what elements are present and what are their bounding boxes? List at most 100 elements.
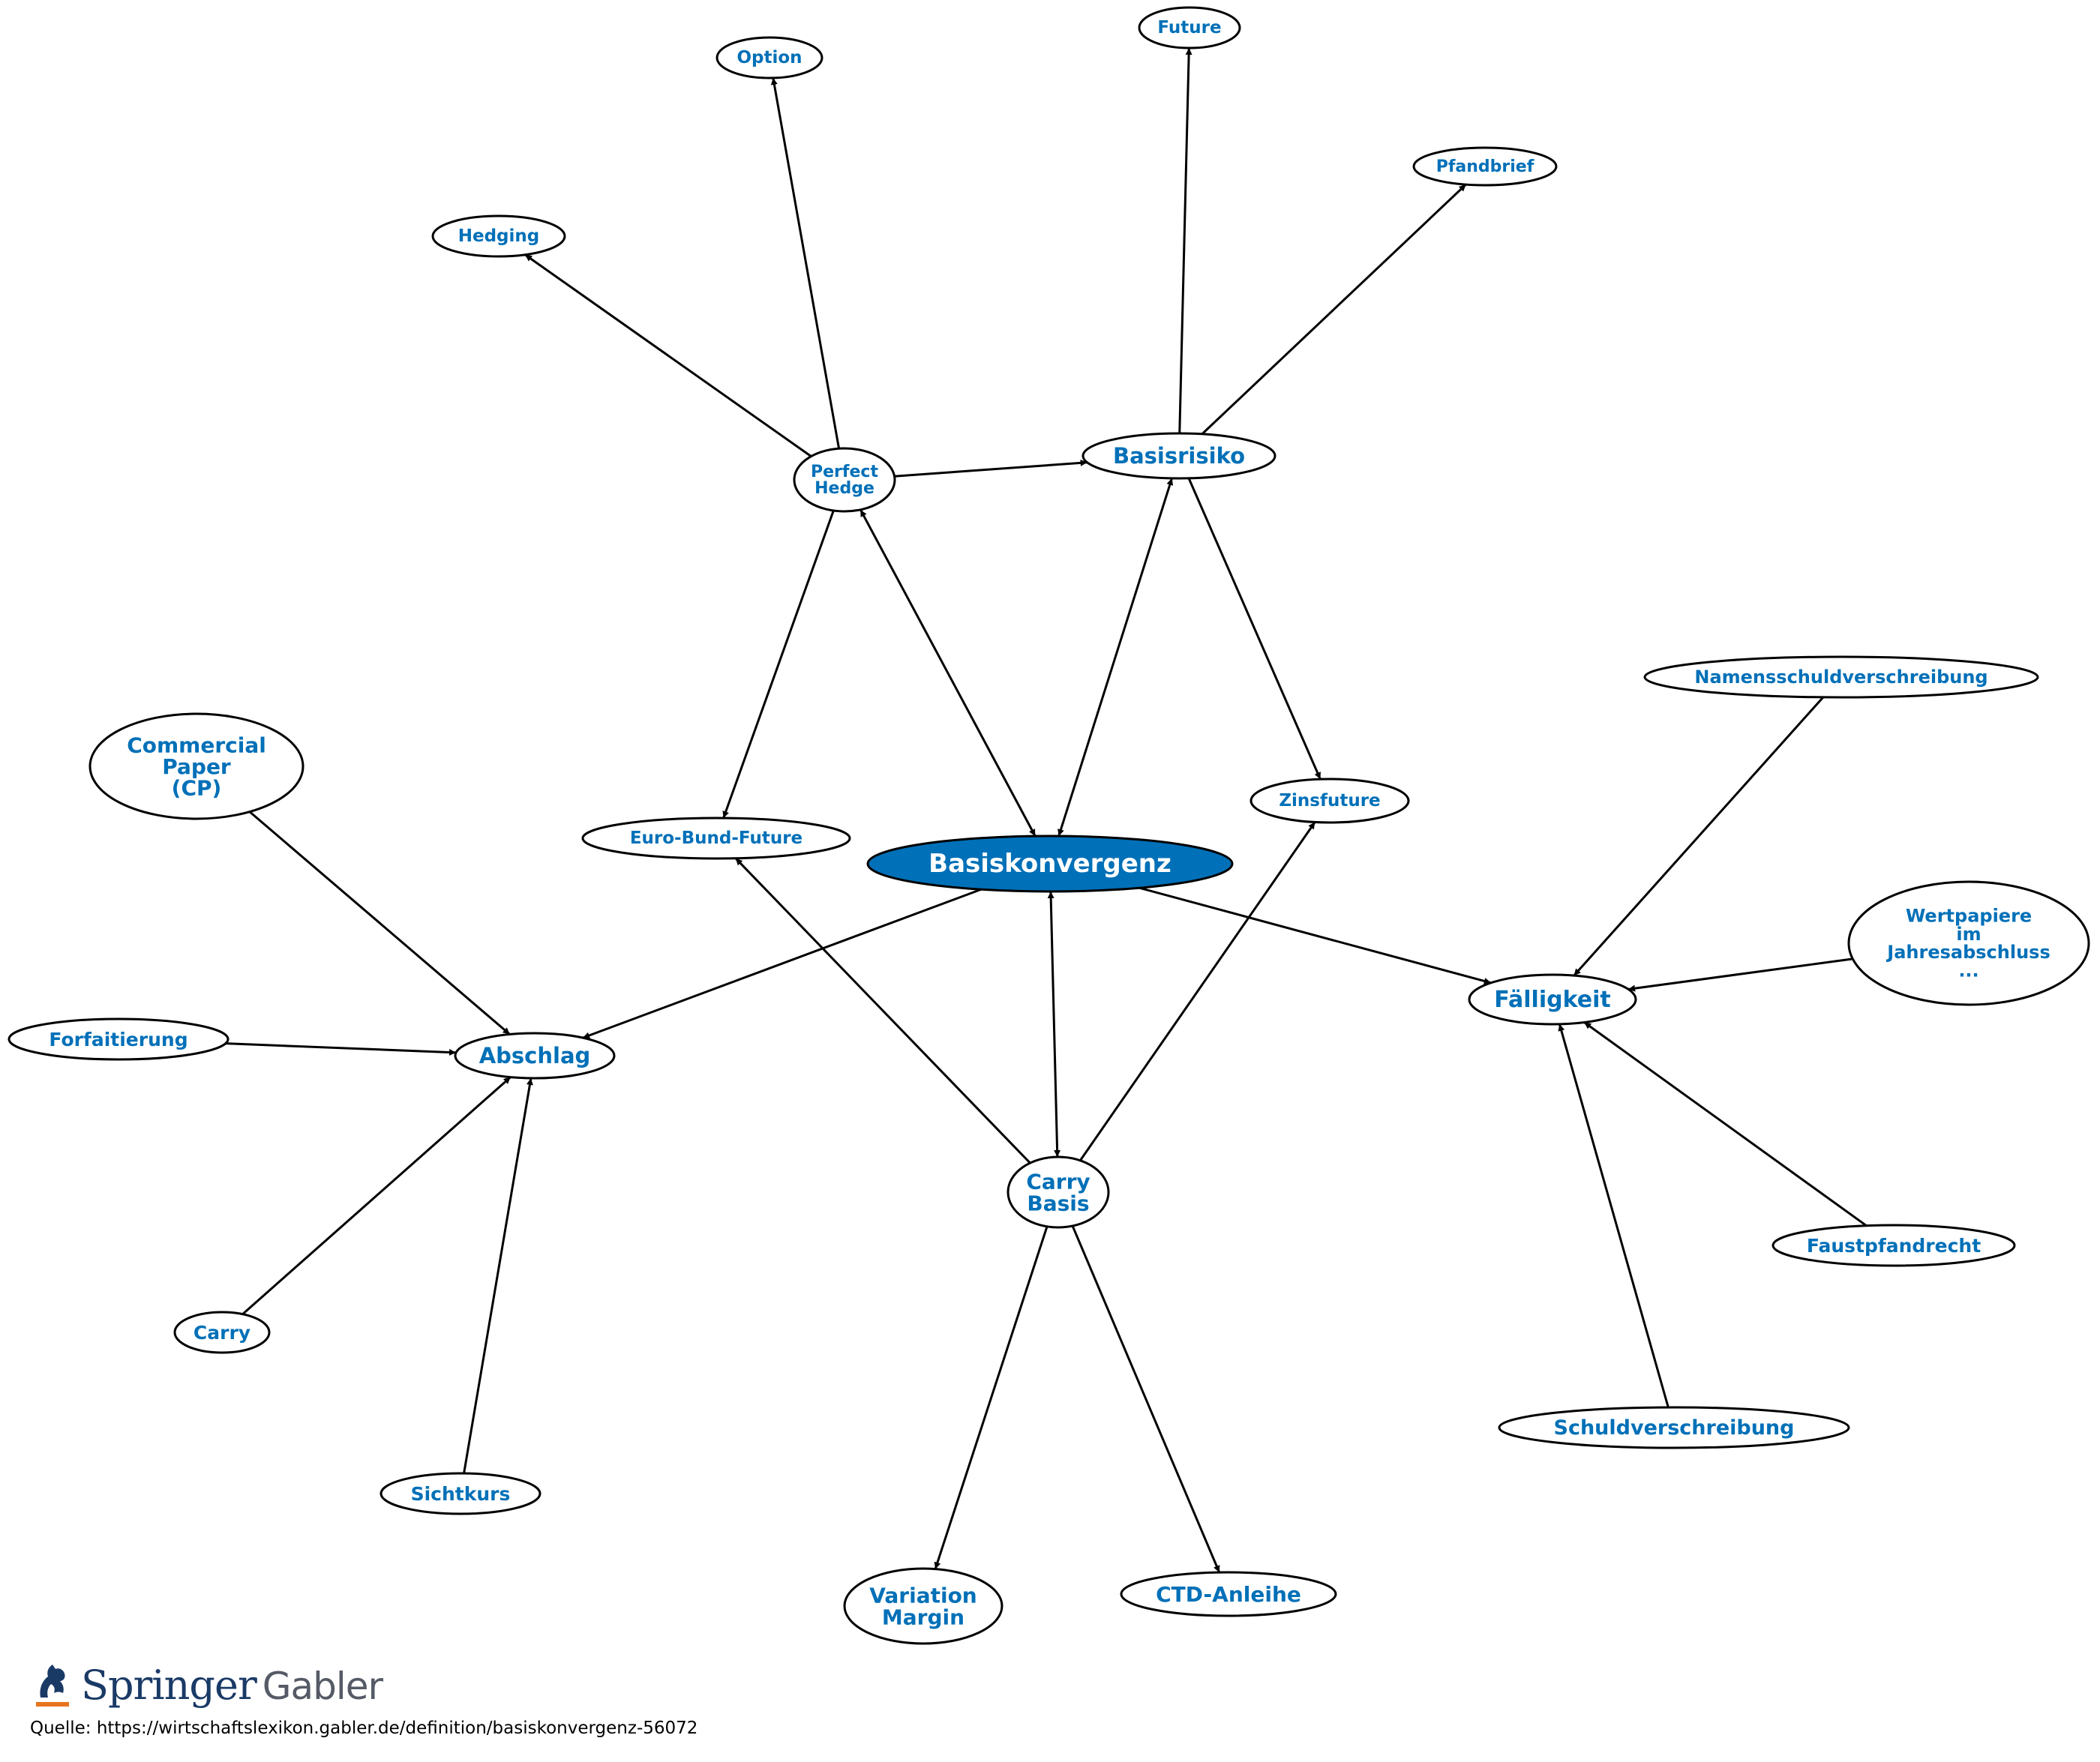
edge-basiskonvergenz-to-carry-basis: [1047, 891, 1061, 1158]
node-wertpapiere-label-line: Wertpapiere: [1906, 905, 2032, 926]
edge-schuldverschreibung-to-faelligkeit: [1558, 1023, 1670, 1408]
edge-basisrisiko-to-pfandbrief: [1201, 183, 1467, 435]
node-variation-margin-label-line: Variation: [869, 1583, 977, 1608]
edge-basiskonvergenz-to-abschlag: [582, 888, 982, 1039]
node-schuldverschreibung-label: Schuldverschreibung: [1554, 1416, 1795, 1440]
node-basiskonvergenz[interactable]: Basiskonvergenz: [866, 835, 1234, 893]
node-zinsfuture-label-line: Zinsfuture: [1279, 791, 1380, 811]
node-euro-bund-future-label-line: Euro-Bund-Future: [630, 829, 802, 848]
edge-basiskonvergenz-to-perfect-hedge: [859, 509, 1036, 837]
node-future[interactable]: Future: [1138, 6, 1241, 49]
edge-basisrisiko-to-future: [1178, 47, 1192, 434]
edge-wertpapiere-to-faelligkeit: [1628, 957, 1853, 992]
node-hedging[interactable]: Hedging: [431, 214, 566, 258]
node-sichtkurs[interactable]: Sichtkurs: [380, 1472, 542, 1515]
node-faustpfandrecht-label-line: Faustpfandrecht: [1807, 1235, 1981, 1257]
node-faelligkeit[interactable]: Fälligkeit: [1468, 973, 1637, 1026]
node-option-label-line: Option: [736, 48, 802, 67]
node-wertpapiere-shape: [1847, 880, 2090, 1006]
node-namensschuldverschreibung-shape: [1643, 655, 2039, 699]
edge-carry-basis-to-ctd-anleihe: [1071, 1225, 1221, 1573]
logo-sub-text: Gabler: [262, 1664, 383, 1708]
node-carry-label-line: Carry: [194, 1322, 250, 1344]
node-sichtkurs-label-line: Sichtkurs: [411, 1483, 511, 1505]
node-abschlag-label: Abschlag: [479, 1043, 591, 1068]
node-commercial-paper-label-line: Paper: [162, 754, 231, 779]
edge-basisrisiko-to-zinsfuture: [1187, 478, 1322, 780]
node-basisrisiko[interactable]: Basisrisiko: [1082, 432, 1276, 480]
node-carry-basis-label-line: Carry: [1026, 1169, 1090, 1194]
node-variation-margin-shape: [843, 1567, 1004, 1645]
node-forfaitierung-label-line: Forfaitierung: [49, 1029, 188, 1050]
node-euro-bund-future-shape: [581, 817, 851, 860]
node-abschlag-label-line: Abschlag: [479, 1043, 591, 1068]
node-commercial-paper-label-line: Commercial: [127, 733, 266, 757]
node-sichtkurs-label: Sichtkurs: [411, 1483, 511, 1505]
node-faelligkeit-label: Fälligkeit: [1494, 987, 1610, 1013]
node-zinsfuture-label: Zinsfuture: [1279, 791, 1380, 811]
source-caption: Quelle: https://wirtschaftslexikon.gable…: [30, 1719, 698, 1738]
edge-forfaitierung-to-abschlag: [225, 1042, 457, 1056]
node-carry[interactable]: Carry: [173, 1311, 271, 1354]
node-schuldverschreibung-label-line: Schuldverschreibung: [1554, 1416, 1795, 1440]
node-faustpfandrecht[interactable]: Faustpfandrecht: [1772, 1224, 2016, 1267]
node-pfandbrief-label: Pfandbrief: [1436, 157, 1534, 176]
edge-sichtkurs-to-abschlag: [463, 1077, 533, 1474]
node-namensschuldverschreibung[interactable]: Namensschuldverschreibung: [1643, 655, 2039, 699]
node-abschlag-shape: [454, 1032, 616, 1080]
logo-main-text: Springer: [81, 1661, 257, 1709]
node-forfaitierung[interactable]: Forfaitierung: [8, 1017, 230, 1061]
node-hedging-label-line: Hedging: [458, 226, 540, 246]
node-euro-bund-future[interactable]: Euro-Bund-Future: [581, 817, 851, 860]
node-ctd-anleihe-shape: [1120, 1571, 1337, 1617]
edge-perfect-hedge-to-option: [770, 77, 841, 449]
node-euro-bund-future-label: Euro-Bund-Future: [630, 829, 802, 848]
node-faustpfandrecht-shape: [1772, 1224, 2016, 1267]
node-option[interactable]: Option: [716, 36, 824, 79]
node-basisrisiko-label: Basisrisiko: [1113, 443, 1245, 469]
node-carry-shape: [173, 1311, 271, 1354]
node-zinsfuture[interactable]: Zinsfuture: [1250, 778, 1410, 824]
node-schuldverschreibung-shape: [1498, 1406, 1850, 1449]
node-basiskonvergenz-label: Basiskonvergenz: [928, 849, 1172, 879]
edge-carry-to-abschlag: [242, 1076, 512, 1315]
node-perfect-hedge-shape: [793, 447, 896, 513]
node-carry-basis-label-line: Basis: [1027, 1191, 1089, 1215]
node-future-label: Future: [1157, 18, 1221, 37]
node-hedging-label: Hedging: [458, 226, 540, 246]
node-pfandbrief[interactable]: Pfandbrief: [1412, 146, 1558, 187]
node-forfaitierung-shape: [8, 1017, 230, 1061]
node-namensschuldverschreibung-label-line: Namensschuldverschreibung: [1694, 667, 1988, 688]
node-schuldverschreibung[interactable]: Schuldverschreibung: [1498, 1406, 1850, 1449]
node-option-shape: [716, 36, 824, 79]
node-wertpapiere-label-line: im: [1956, 924, 1981, 945]
edge-perfect-hedge-to-hedging: [524, 253, 812, 457]
node-faelligkeit-label-line: Fälligkeit: [1494, 987, 1610, 1013]
edge-perfect-hedge-to-basisrisiko: [894, 459, 1088, 478]
edge-carry-basis-to-variation-margin: [934, 1226, 1048, 1570]
node-ctd-anleihe-label-line: CTD-Anleihe: [1156, 1582, 1301, 1607]
node-ctd-anleihe[interactable]: CTD-Anleihe: [1120, 1571, 1337, 1617]
edge-basiskonvergenz-to-faelligkeit: [1138, 886, 1492, 984]
node-variation-margin-label-line: Margin: [882, 1605, 964, 1629]
node-basiskonvergenz-label-line: Basiskonvergenz: [928, 849, 1172, 879]
node-commercial-paper-label-line: (CP): [172, 775, 222, 800]
node-abschlag[interactable]: Abschlag: [454, 1032, 616, 1080]
node-wertpapiere-label-line: ...: [1958, 960, 1978, 981]
node-future-label-line: Future: [1157, 18, 1221, 37]
node-future-shape: [1138, 6, 1241, 49]
edge-perfect-hedge-to-euro-bund-future: [722, 510, 835, 819]
edge-carry-basis-to-euro-bund-future: [734, 857, 1031, 1164]
